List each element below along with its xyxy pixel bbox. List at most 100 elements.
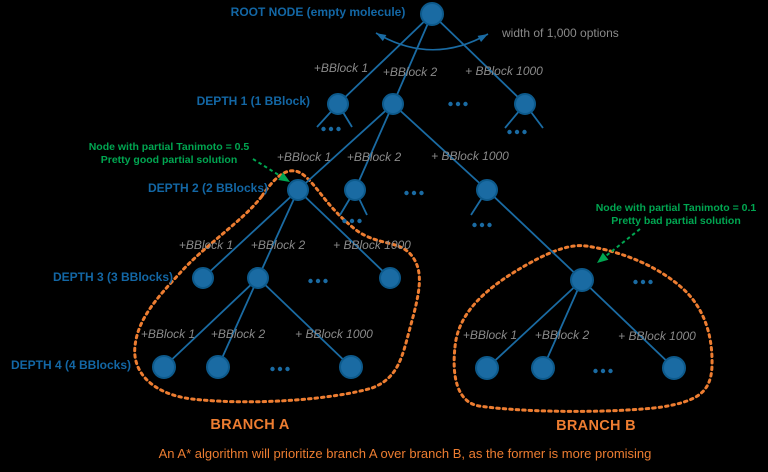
ellipsis-dots — [600, 368, 606, 374]
depth2-node1 — [287, 179, 309, 201]
tree-edge — [217, 277, 259, 368]
ellipsis-dots — [285, 366, 290, 372]
annotation-good-line2: Pretty good partial solution — [100, 153, 238, 166]
ellipsis-dots — [633, 279, 638, 285]
edge-label-bblock1000: + BBlock 1000 — [618, 329, 696, 343]
ellipsis-dots — [357, 218, 362, 224]
width-arc-arrowhead — [477, 34, 488, 43]
depth4-nodeB3 — [662, 356, 686, 380]
edge-label-bblock2: +BBlock 2 — [210, 327, 266, 341]
annotation-bad-node: Node with partial Tanimoto = 0.1 Pretty … — [596, 202, 757, 227]
annotation-arrowhead — [597, 252, 609, 263]
depth4-node1 — [152, 355, 176, 379]
root-node — [420, 2, 444, 26]
tree-edge — [581, 279, 675, 369]
depth-3-label: DEPTH 3 (3 BBlocks) — [52, 270, 173, 284]
root-node-label: ROOT NODE (empty molecule) — [230, 5, 406, 19]
tree-edge — [431, 13, 526, 105]
depth3-nodeB — [570, 268, 594, 292]
annotation-bad-line1: Node with partial Tanimoto = 0.1 — [595, 202, 757, 214]
annotation-arrow — [602, 228, 641, 259]
ellipsis-dots — [321, 126, 326, 132]
caption-text: An A* algorithm will prioritize branch A… — [158, 446, 652, 461]
ellipsis-dots — [487, 222, 492, 228]
ellipsis-dots — [608, 368, 613, 374]
depth-2-label: DEPTH 2 (2 BBlocks) — [147, 181, 268, 195]
tree-edge — [354, 103, 394, 191]
tree-edge — [297, 189, 391, 279]
tree-edge — [392, 13, 433, 105]
edge-label-bblock1: +BBlock 1 — [313, 61, 369, 75]
depth3-node1 — [192, 267, 214, 289]
ellipsis-dots — [308, 278, 313, 284]
tree-edge — [297, 103, 394, 191]
edge-label-bblock1: +BBlock 1 — [462, 328, 518, 342]
edge-label-bblock2: +BBlock 2 — [382, 65, 438, 79]
annotation-good-node: Node with partial Tanimoto = 0.5 Pretty … — [89, 141, 250, 166]
annotation-good-line1: Node with partial Tanimoto = 0.5 — [88, 141, 250, 153]
branch-a-label: BRANCH A — [210, 417, 290, 433]
depth-1-label: DEPTH 1 (1 BBlock) — [196, 94, 310, 108]
edge-label-bblock1000: + BBlock 1000 — [295, 327, 373, 341]
ellipsis-dots — [411, 190, 417, 196]
tree-edge — [486, 279, 583, 369]
edge-label-bblock1: +BBlock 1 — [178, 238, 234, 252]
tree-edge — [392, 103, 488, 191]
branch-b-outline — [452, 244, 714, 413]
ellipsis-dots — [342, 218, 347, 224]
edge-label-bblock1000: + BBlock 1000 — [333, 238, 411, 252]
width-arc-arrowhead — [376, 33, 387, 42]
edge-label-bblock2: +BBlock 2 — [250, 238, 306, 252]
depth1-node2 — [382, 93, 404, 115]
edge-label-bblock2: +BBlock 2 — [346, 150, 402, 164]
edge-label-bblock2: +BBlock 2 — [534, 328, 590, 342]
tree-edge — [202, 189, 299, 279]
edge-label-bblock1000: + BBlock 1000 — [465, 64, 543, 78]
branch-a-outline — [133, 169, 421, 404]
annotation-bad-line2: Pretty bad partial solution — [611, 214, 741, 227]
depth-4-label: DEPTH 4 (4 BBlocks) — [10, 358, 131, 372]
ellipsis-dots — [507, 129, 512, 135]
tree-edge — [257, 189, 299, 279]
ellipsis-dots — [455, 101, 461, 107]
ellipsis-dots — [419, 190, 424, 196]
ellipsis-dots — [404, 190, 409, 196]
depth3-node2 — [247, 267, 269, 289]
tree-edge — [542, 279, 583, 369]
width-note: width of 1,000 options — [502, 26, 619, 40]
tree-edge — [163, 277, 259, 368]
ellipsis-dots — [479, 222, 485, 228]
branch-b-label: BRANCH B — [556, 418, 636, 434]
ellipsis-dots — [328, 126, 334, 132]
ellipsis-dots — [349, 218, 355, 224]
ellipsis-dots — [640, 279, 646, 285]
ellipsis-dots — [472, 222, 477, 228]
tree-edge — [257, 277, 352, 368]
depth1-node1 — [327, 93, 349, 115]
ellipsis-dots — [448, 101, 453, 107]
width-arc — [375, 32, 489, 51]
depth1-node3 — [514, 93, 536, 115]
depth4-node3 — [339, 355, 363, 379]
ellipsis-dots — [315, 278, 321, 284]
depth2-node2 — [344, 179, 366, 201]
ellipsis-dots — [648, 279, 653, 285]
edge-label-bblock1000: + BBlock 1000 — [431, 149, 509, 163]
ellipsis-dots — [323, 278, 328, 284]
depth4-nodeB1 — [475, 356, 499, 380]
depth2-node3 — [476, 179, 498, 201]
ellipsis-dots — [463, 101, 468, 107]
tree-edge — [486, 189, 583, 281]
depth4-node2 — [206, 355, 230, 379]
annotation-arrowhead — [278, 172, 290, 182]
edge-label-bblock1: +BBlock 1 — [276, 150, 332, 164]
tree-edge — [337, 13, 433, 105]
ellipsis-dots — [336, 126, 341, 132]
depth3-node3 — [379, 267, 401, 289]
ellipsis-dots — [522, 129, 527, 135]
ellipsis-dots — [514, 129, 520, 135]
ellipsis-dots — [277, 366, 283, 372]
ellipsis-dots — [593, 368, 598, 374]
